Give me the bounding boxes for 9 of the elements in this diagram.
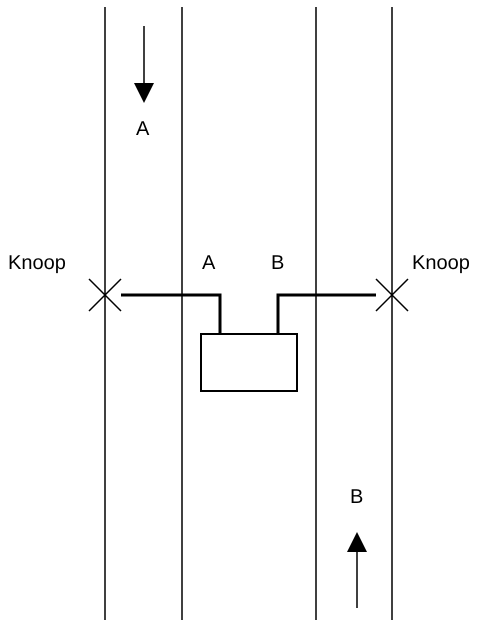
connector-line xyxy=(276,294,376,333)
cross-mark xyxy=(376,279,408,311)
node-label: Knoop xyxy=(412,252,470,274)
cross-mark xyxy=(89,279,121,311)
device-box xyxy=(200,333,298,392)
node-label: Knoop xyxy=(8,252,66,274)
direction-label: B xyxy=(350,486,364,508)
connector-line xyxy=(121,294,222,333)
direction-label: A xyxy=(136,118,150,140)
